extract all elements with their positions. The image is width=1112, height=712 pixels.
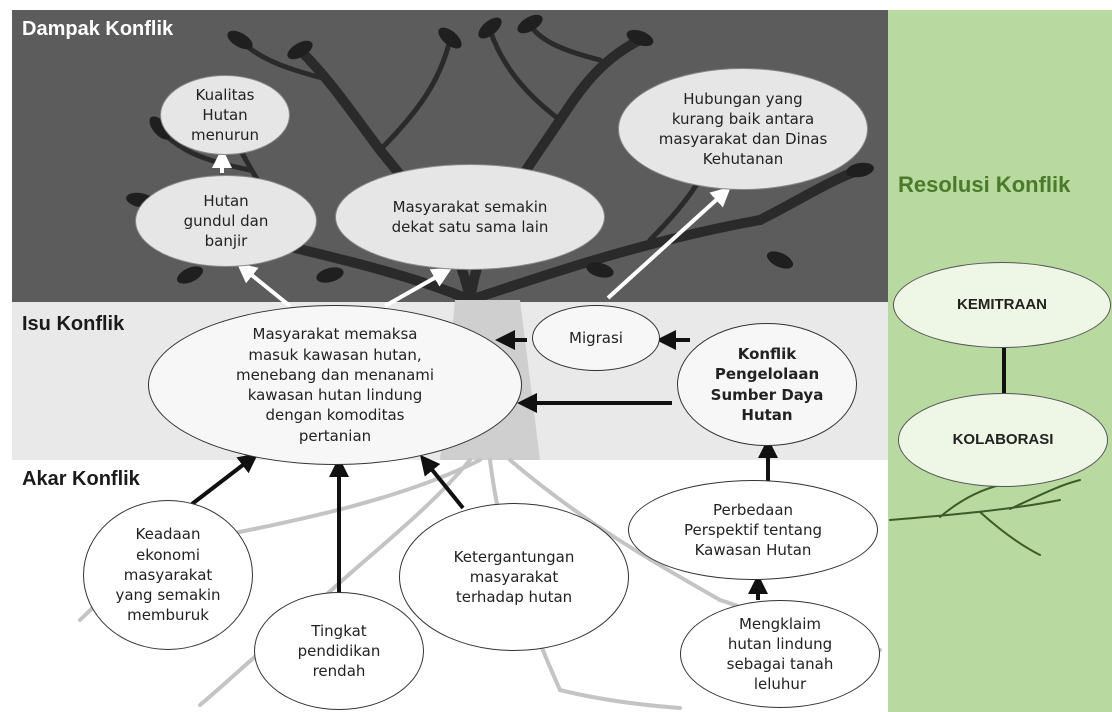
resolusi-band <box>888 10 1112 712</box>
isu-konflik-title: Isu Konflik <box>22 313 125 335</box>
node-hubungan: Hubungan yang kurang baik antara masyara… <box>618 68 868 190</box>
node-konflik-pengelolaan: Konflik Pengelolaan Sumber Daya Hutan <box>677 323 857 446</box>
node-hutan-gundul-label: Hutan gundul dan banjir <box>183 191 269 251</box>
node-migrasi-label: Migrasi <box>569 328 623 347</box>
node-tingkat-pendidikan-label: Tingkat pendidikan rendah <box>297 621 381 681</box>
node-kualitas-hutan: Kualitas Hutan menurun <box>160 75 290 155</box>
node-migrasi: Migrasi <box>532 305 660 371</box>
node-masyarakat-memaksa: Masyarakat memaksa masuk kawasan hutan, … <box>148 305 522 465</box>
resolusi-konflik-title: Resolusi Konflik <box>898 172 1071 197</box>
node-kolaborasi-label: KOLABORASI <box>952 430 1054 448</box>
node-kolaborasi: KOLABORASI <box>898 393 1108 487</box>
node-perbedaan-perspektif: Perbedaan Perspektif tentang Kawasan Hut… <box>628 480 878 580</box>
node-keadaan-ekonomi-label: Keadaan ekonomi masyarakat yang semakin … <box>115 525 221 625</box>
node-konflik-pengelolaan-label: Konflik Pengelolaan Sumber Daya Hutan <box>710 345 824 424</box>
node-kemitraan: KEMITRAAN <box>893 262 1111 348</box>
node-masyarakat-dekat-label: Masyarakat semakin dekat satu sama lain <box>391 197 549 236</box>
node-masyarakat-memaksa-label: Masyarakat memaksa masuk kawasan hutan, … <box>235 325 435 445</box>
node-hubungan-label: Hubungan yang kurang baik antara masyara… <box>658 89 828 169</box>
node-keadaan-ekonomi: Keadaan ekonomi masyarakat yang semakin … <box>83 500 253 650</box>
node-tingkat-pendidikan: Tingkat pendidikan rendah <box>254 592 424 710</box>
node-perbedaan-perspektif-label: Perbedaan Perspektif tentang Kawasan Hut… <box>684 500 822 560</box>
node-ketergantungan: Ketergantungan masyarakat terhadap hutan <box>399 503 629 651</box>
akar-konflik-title: Akar Konflik <box>22 468 140 490</box>
node-mengklaim: Mengklaim hutan lindung sebagai tanah le… <box>680 600 880 708</box>
node-masyarakat-dekat: Masyarakat semakin dekat satu sama lain <box>335 164 605 270</box>
node-mengklaim-label: Mengklaim hutan lindung sebagai tanah le… <box>726 614 834 694</box>
node-kemitraan-label: KEMITRAAN <box>957 295 1047 313</box>
node-ketergantungan-label: Ketergantungan masyarakat terhadap hutan <box>453 547 575 607</box>
dampak-konflik-title: Dampak Konflik <box>22 18 174 40</box>
node-kualitas-hutan-label: Kualitas Hutan menurun <box>190 85 260 145</box>
node-hutan-gundul: Hutan gundul dan banjir <box>135 175 317 267</box>
